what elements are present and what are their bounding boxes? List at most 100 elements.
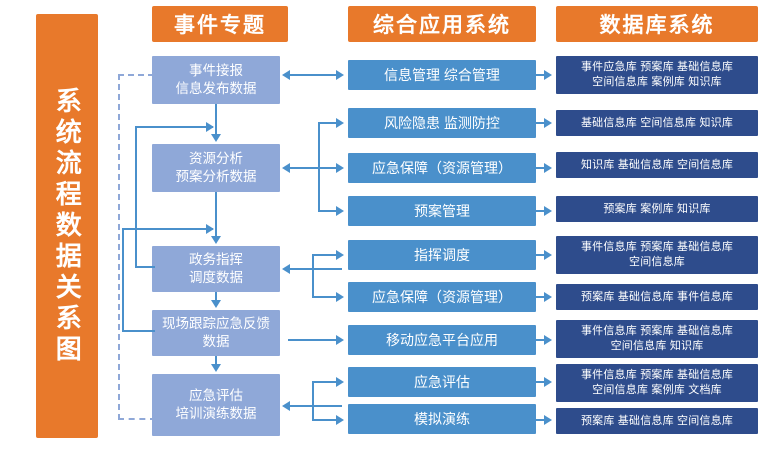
connector-bracket-c [312, 381, 314, 419]
flow-box-resource-analysis[interactable]: 资源分析 预案分析数据 [152, 144, 280, 192]
dashed-feedback-vertical [118, 74, 120, 420]
arrowhead-left [282, 70, 290, 80]
flow-box-scene-tracking[interactable]: 现场跟踪应急反馈 数据 [152, 310, 280, 356]
app-box-emergency-support-1[interactable]: 应急保障（资源管理） [348, 153, 536, 183]
flow-box-emergency-evaluation[interactable]: 应急评估 培训演练数据 [152, 374, 280, 436]
app-box-information-management[interactable]: 信息管理 综合管理 [348, 60, 536, 90]
connector-feedback-top-1 [135, 126, 213, 128]
arrowhead-right [544, 250, 552, 260]
arrowhead-right [544, 206, 552, 216]
db-box-line1: 事件信息库 预案库 基础信息库 [580, 369, 734, 382]
arrowhead-left [282, 401, 290, 411]
connector-feedback-in-2 [122, 330, 155, 332]
app-box-label: 预案管理 [414, 202, 470, 219]
connector-bracket-c-bottom [312, 419, 342, 421]
arrowhead-right [336, 70, 344, 80]
arrowhead-right [336, 118, 344, 128]
app-box-label: 指挥调度 [414, 246, 470, 263]
db-box-line1: 基础信息库 空间信息库 知识库 [580, 116, 734, 129]
connector-bracket-b-top [312, 254, 342, 256]
arrowhead-down [211, 134, 221, 142]
db-box-line1: 事件信息库 预案库 基础信息库 [580, 325, 734, 338]
app-box-mobile-platform[interactable]: 移动应急平台应用 [348, 325, 536, 355]
connector-m4-db4 [536, 210, 548, 212]
connector-left-2-3 [215, 192, 217, 238]
db-box-line1: 知识库 基础信息库 空间信息库 [580, 158, 734, 171]
connector-bracket-a [318, 122, 320, 212]
db-box-4[interactable]: 预案库 案例库 知识库 [556, 196, 758, 222]
arrowhead-right [336, 377, 344, 387]
arrowhead-right-dashed [202, 70, 210, 80]
flow-box-line2: 信息发布数据 [175, 81, 257, 96]
flow-box-government-command[interactable]: 政务指挥 调度数据 [152, 246, 280, 292]
connector-bracket-a-bottom [318, 210, 342, 212]
flow-box-line1: 现场跟踪应急反馈 [162, 315, 270, 331]
connector-bracket-a-top [318, 122, 342, 124]
connector-m1-db1 [536, 74, 548, 76]
app-box-emergency-support-2[interactable]: 应急保障（资源管理） [348, 282, 536, 312]
flow-box-line1: 资源分析 [189, 150, 243, 166]
connector-left-4-5 [215, 356, 217, 366]
app-box-risk-monitoring[interactable]: 风险隐患 监测防控 [348, 108, 536, 138]
db-box-3[interactable]: 知识库 基础信息库 空间信息库 [556, 152, 758, 178]
db-box-2[interactable]: 基础信息库 空间信息库 知识库 [556, 110, 758, 136]
arrowhead-right [206, 122, 214, 132]
connector-m2-db2 [536, 122, 548, 124]
connector-l2-bus [288, 167, 342, 169]
flow-box-line1: 政务指挥 [189, 251, 243, 267]
db-box-line1: 预案库 案例库 知识库 [603, 202, 711, 215]
flow-box-event-report[interactable]: 事件接报 信息发布数据 [152, 56, 280, 104]
db-box-line2: 空间信息库 案例库 文档库 [592, 384, 722, 396]
arrowhead-right [544, 335, 552, 345]
flow-box-line2: 数据 [202, 334, 230, 349]
db-box-9[interactable]: 预案库 基础信息库 空间信息库 [556, 408, 758, 434]
flow-box-line2: 培训演练数据 [175, 406, 257, 421]
app-box-label: 信息管理 综合管理 [384, 66, 500, 83]
app-box-label: 应急评估 [414, 373, 470, 390]
db-box-1[interactable]: 事件应急库 预案库 基础信息库 空间信息库 案例库 知识库 [556, 56, 758, 94]
connector-l3-bus [288, 268, 342, 270]
app-box-label: 模拟演练 [414, 410, 470, 427]
db-box-8[interactable]: 事件信息库 预案库 基础信息库 空间信息库 案例库 文档库 [556, 364, 758, 402]
column-header-event-topic: 事件专题 [152, 6, 288, 42]
arrowhead-right [336, 292, 344, 302]
arrowhead-left [282, 264, 290, 274]
db-box-7[interactable]: 事件信息库 预案库 基础信息库 空间信息库 知识库 [556, 320, 758, 358]
app-box-plan-management[interactable]: 预案管理 [348, 196, 536, 226]
column-header-database-system: 数据库系统 [556, 6, 758, 42]
app-box-label: 移动应急平台应用 [386, 331, 498, 348]
connector-m8-db8 [536, 381, 548, 383]
connector-m5-db5 [536, 254, 548, 256]
db-box-line2: 空间信息库 [629, 256, 685, 268]
dashed-feedback-top [118, 74, 204, 76]
connector-m7-db7 [536, 339, 548, 341]
connector-l5-bus [288, 405, 342, 407]
flow-box-line2: 调度数据 [189, 270, 243, 285]
app-box-label: 风险隐患 监测防控 [384, 114, 500, 131]
arrowhead-right [336, 250, 344, 260]
app-box-command-dispatch[interactable]: 指挥调度 [348, 240, 536, 270]
app-box-simulation-drill[interactable]: 模拟演练 [348, 404, 536, 434]
db-box-line1: 事件应急库 预案库 基础信息库 [580, 61, 734, 74]
arrowhead-right [206, 224, 214, 234]
db-box-line2: 空间信息库 知识库 [610, 340, 704, 352]
db-box-6[interactable]: 预案库 基础信息库 事件信息库 [556, 284, 758, 310]
connector-m3-db3 [536, 167, 548, 169]
arrowhead-down [211, 300, 221, 308]
connector-m9-db9 [536, 419, 548, 421]
connector-bracket-c-top [312, 381, 342, 383]
connector-l1-m1 [288, 74, 342, 76]
db-box-line1: 事件信息库 预案库 基础信息库 [580, 241, 734, 254]
arrowhead-right [544, 377, 552, 387]
connector-left-3-4 [215, 292, 217, 302]
app-box-emergency-evaluation[interactable]: 应急评估 [348, 367, 536, 397]
arrowhead-right [544, 118, 552, 128]
diagram-title-bar: 系统流程数据关系图 [36, 14, 98, 438]
app-box-label: 应急保障（资源管理） [372, 159, 512, 176]
db-box-line1: 预案库 基础信息库 事件信息库 [580, 290, 734, 303]
db-box-line2: 空间信息库 案例库 知识库 [592, 76, 722, 88]
connector-m6-db6 [536, 296, 548, 298]
db-box-5[interactable]: 事件信息库 预案库 基础信息库 空间信息库 [556, 236, 758, 274]
flow-box-line1: 事件接报 [189, 62, 243, 78]
arrowhead-right [544, 70, 552, 80]
